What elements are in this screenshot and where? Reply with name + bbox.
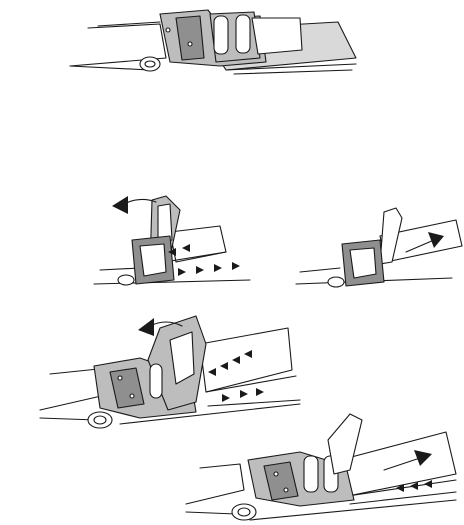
panel-assembled-buckle: [70, 10, 356, 74]
curved-arrow-icon: [124, 199, 156, 204]
strap-right: [340, 432, 456, 496]
panel-adjust-large: [40, 316, 300, 428]
panel-secure-tension: [186, 414, 456, 520]
ring: [140, 57, 160, 71]
ring: [232, 504, 256, 520]
panel-tighten-pull: [296, 208, 462, 287]
strap-left: [186, 464, 244, 504]
panel-release-loosen: [94, 196, 250, 285]
strap-right: [200, 328, 292, 392]
ring: [88, 412, 112, 428]
